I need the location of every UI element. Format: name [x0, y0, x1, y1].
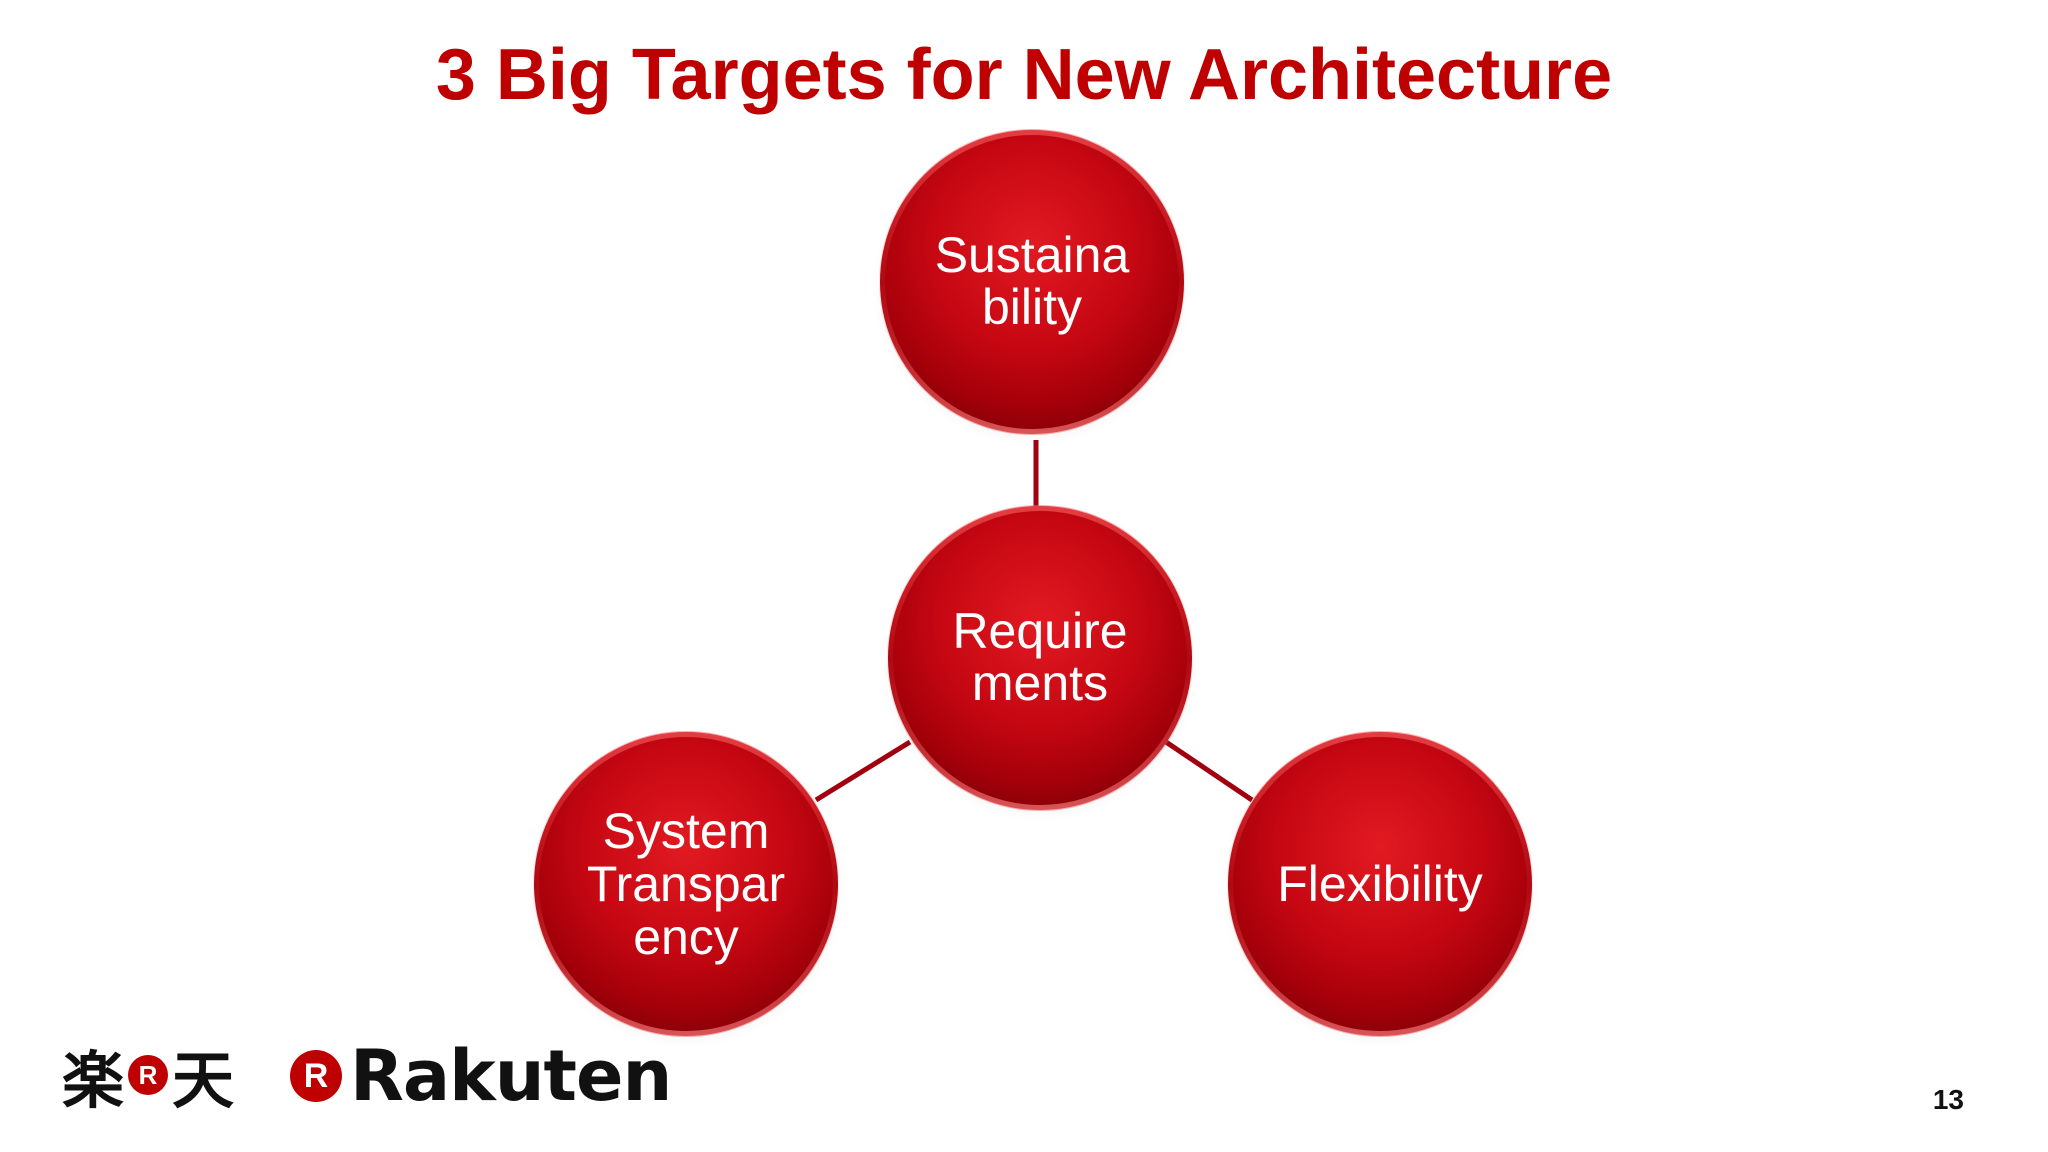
target-node-sustainability: Sustaina bility	[872, 126, 1192, 446]
logo-kanji-ten: 天	[172, 1044, 235, 1117]
connector-bottom-right	[1164, 739, 1254, 803]
center-label-line1: Require	[952, 603, 1127, 659]
target-node-system-transparency: System Transpar ency	[526, 728, 846, 1048]
target-label-sustainability-line1: Sustaina	[935, 227, 1130, 283]
target-label-transparency-line2: Transpar	[587, 856, 785, 912]
target-label-sustainability-line2: bility	[982, 279, 1082, 335]
connector-bottom-left	[814, 739, 912, 803]
center-node-requirements: Require ments	[880, 502, 1200, 822]
target-node-flexibility: Flexibility	[1220, 728, 1540, 1048]
logo-kanji-raku: 楽	[62, 1044, 125, 1117]
rakuten-r-mark-icon: R	[290, 1050, 342, 1102]
target-label-transparency-line3: ency	[633, 909, 739, 965]
target-label-transparency-line1: System	[603, 803, 770, 859]
page-number: 13	[1932, 1084, 1964, 1115]
logo-r-mark-icon: R	[128, 1055, 169, 1095]
rakuten-japanese-logo: 楽 R 天	[62, 1040, 234, 1117]
rakuten-wordmark: Rakuten	[350, 1035, 672, 1117]
center-label-line2: ments	[972, 655, 1108, 711]
rakuten-english-logo: R Rakuten	[290, 1035, 672, 1117]
target-label-flexibility: Flexibility	[1277, 856, 1483, 912]
slide-title: 3 Big Targets for New Architecture	[435, 35, 1613, 115]
